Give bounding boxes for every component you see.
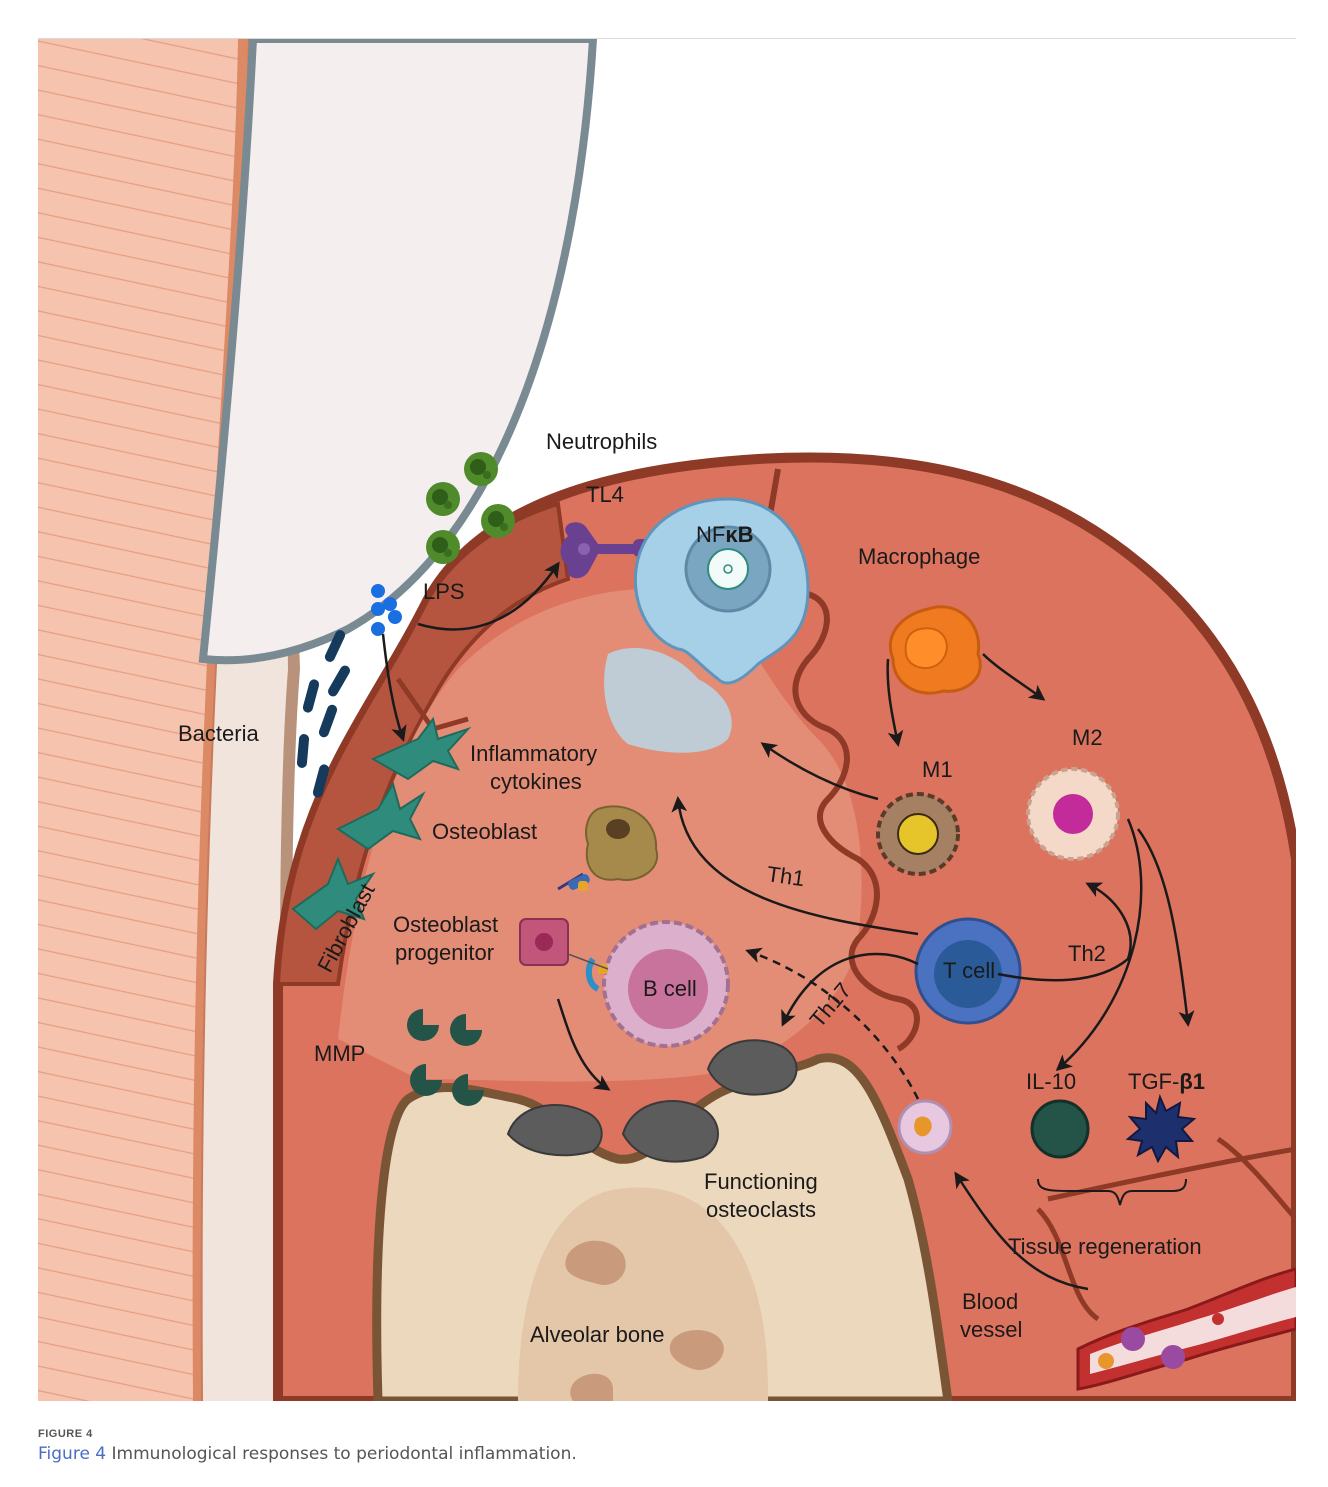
label-il10: IL-10 [1026,1069,1076,1094]
label-tl4: TL4 [586,482,624,507]
label-osteoclasts-1: Functioning [704,1169,818,1194]
label-nfkb: NFκB [696,522,753,547]
figure-caption-text: Immunological responses to periodontal i… [106,1444,577,1464]
label-inflammatory-2: cytokines [490,769,582,794]
label-tgf-b1: TGF-β1 [1128,1069,1205,1094]
label-progenitor-1: Osteoblast [393,912,498,937]
m1-cell [878,794,958,874]
neutrophil-1 [464,452,498,486]
label-osteoclasts-2: osteoclasts [706,1197,816,1222]
label-lps: LPS [423,579,465,604]
figure-label: FIGURE 4 [38,1428,1288,1440]
label-t-cell: T cell [943,958,995,983]
label-th2: Th2 [1068,941,1106,966]
label-th1: Th1 [765,861,806,891]
il10-molecule [1032,1101,1088,1157]
figure-ref-link[interactable]: Figure 4 [38,1444,106,1464]
m2-cell [1028,769,1118,859]
label-alveolar-bone: Alveolar bone [530,1322,665,1347]
label-m1: M1 [922,757,953,782]
neutrophil-4 [426,530,460,564]
neutrophil-migrating [899,1101,951,1153]
label-b-cell: B cell [643,976,697,1001]
label-tissue-regeneration: Tissue regeneration [1008,1234,1202,1259]
label-blood-1: Blood [962,1289,1018,1314]
label-osteoblast: Osteoblast [432,819,537,844]
label-bacteria: Bacteria [178,721,259,746]
periodontal-diagram: Neutrophils TL4 LPS NFκB Macrophage Bact… [38,38,1296,1401]
label-inflammatory-1: Inflammatory [470,741,597,766]
macrophage-cell [890,607,980,693]
label-neutrophils: Neutrophils [546,429,657,454]
neutrophil-2 [426,482,460,516]
label-blood-2: vessel [960,1317,1022,1342]
label-progenitor-2: progenitor [395,940,494,965]
label-m2: M2 [1072,725,1103,750]
figure-caption-block: FIGURE 4 Figure 4 Immunological response… [38,1428,1288,1464]
label-mmp: MMP [314,1041,365,1066]
label-macrophage: Macrophage [858,544,980,569]
neutrophil-3 [481,504,515,538]
figure-caption: Figure 4 Immunological responses to peri… [38,1444,1288,1464]
